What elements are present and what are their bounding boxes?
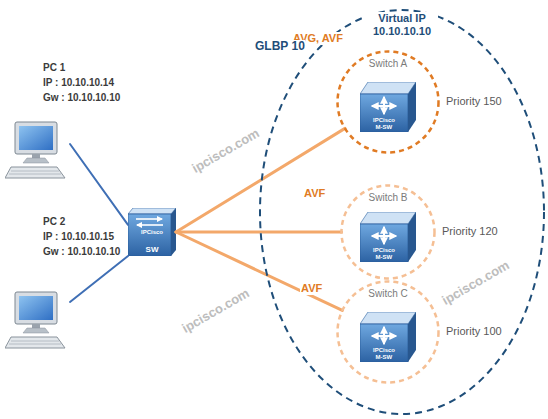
multilayer-switch-icon	[360, 82, 416, 132]
pc-name: PC 1	[43, 62, 65, 74]
link-line	[176, 232, 342, 310]
priority: Priority 120	[442, 225, 498, 238]
brand-label: IPCisco	[373, 347, 395, 354]
group-ellipse	[260, 10, 544, 414]
switch-name: SW	[146, 245, 159, 254]
ip-address: IP : 10.10.10.15	[43, 231, 114, 243]
switch-name: Switch B	[369, 192, 408, 204]
pc-name: PC 2	[43, 216, 65, 228]
multilayer-switch-icon	[360, 212, 416, 262]
watermark: ipcisco.com	[439, 257, 512, 308]
pc-icon	[5, 292, 65, 348]
watermark: ipcisco.com	[179, 285, 252, 336]
model-label: M-SW	[376, 124, 393, 131]
role-circle	[342, 186, 435, 279]
glbp-role: AVF	[300, 282, 323, 295]
priority: Priority 150	[446, 95, 502, 108]
pc-port	[5, 120, 70, 180]
pc-node: PC 2 IP : 10.10.10.15 Gw : 10.10.10.10	[5, 216, 145, 350]
pc-icon	[5, 122, 65, 178]
role-circle	[338, 52, 439, 153]
ellipse-outline	[259, 9, 545, 415]
brand-label: IPCisco	[141, 229, 163, 236]
virtual-ip: Virtual IP 10.10.10.10	[366, 12, 438, 38]
router-node: AVFSwitch BPriority 120	[340, 184, 436, 280]
watermark: ipcisco.com	[189, 125, 262, 176]
pc-node: PC 1 IP : 10.10.10.14 Gw : 10.10.10.10	[5, 62, 145, 182]
glbp-role: AVF	[303, 187, 326, 200]
model-label: M-SW	[376, 354, 393, 361]
brand-label: IPCisco	[373, 247, 395, 254]
model-label: M-SW	[376, 254, 393, 261]
multilayer-switch-icon	[360, 312, 416, 362]
link-line	[176, 128, 345, 232]
switch-name: Switch A	[369, 58, 407, 70]
role-circle	[338, 282, 439, 383]
glbp-group: AVG, AVFSwitch APriority 150AVFSwitch BP…	[259, 9, 545, 415]
priority: Priority 100	[446, 325, 502, 338]
brand-label: IPCisco	[373, 117, 395, 124]
router-node: AVG, AVFSwitch APriority 150	[336, 50, 440, 154]
switch-name: Switch C	[368, 288, 407, 300]
link-line	[70, 256, 128, 302]
group-name: GLBP 10	[255, 40, 305, 54]
ip-address: IP : 10.10.10.14	[43, 77, 114, 89]
link-line	[176, 231, 342, 234]
gateway-address: Gw : 10.10.10.10	[43, 92, 120, 104]
link-line	[70, 144, 128, 225]
switch-icon	[128, 208, 176, 256]
pc-port	[5, 290, 70, 350]
router-node: AVFSwitch CPriority 100	[336, 280, 440, 384]
gateway-address: Gw : 10.10.10.10	[43, 246, 120, 258]
